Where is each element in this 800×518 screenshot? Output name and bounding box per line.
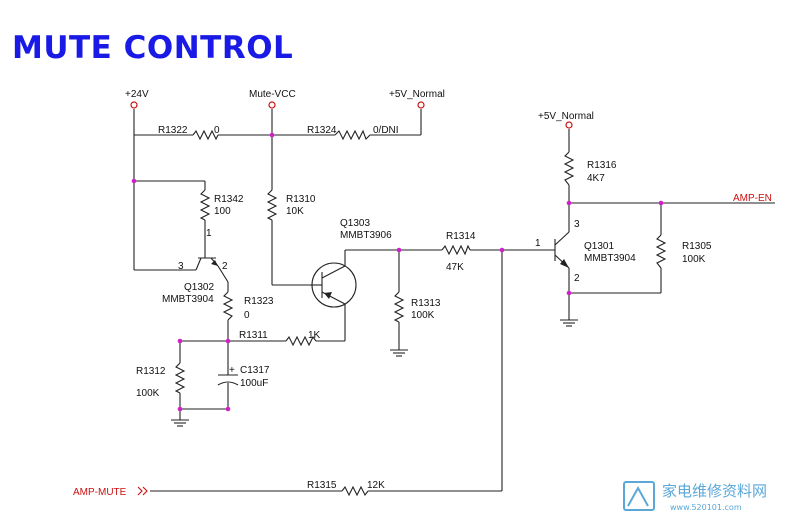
r1305-ref: R1305: [682, 241, 712, 252]
r1312-ref: R1312: [136, 366, 166, 377]
resistor-r1324: [334, 129, 371, 141]
r1311-value: 1K: [308, 330, 321, 341]
r1310-ref: R1310: [286, 194, 316, 205]
q1301-pin3: 3: [574, 219, 580, 230]
net-label-amp-en: AMP-EN: [733, 193, 772, 204]
q1302-pin1: 1: [206, 228, 212, 239]
c1317-plus: +: [229, 365, 235, 376]
resistor-r1313: [393, 291, 405, 323]
page-title: MUTE CONTROL: [12, 30, 294, 66]
ground-symbol: [170, 419, 190, 427]
q1302-pin2: 2: [222, 261, 228, 272]
q1301-type: MMBT3904: [584, 253, 636, 264]
resistor-r1315: [341, 485, 369, 497]
q1302-ref: Q1302: [184, 282, 214, 293]
q1302-type: MMBT3904: [162, 294, 214, 305]
capacitor-c1317: [217, 374, 239, 386]
transistor-q1301: [554, 231, 570, 269]
resistor-r1323: [222, 291, 234, 321]
r1314-ref: R1314: [446, 231, 476, 242]
q1303-type: MMBT3906: [340, 230, 392, 241]
r1315-ref: R1315: [307, 480, 337, 491]
wires: [133, 109, 775, 492]
watermark-logo: 家电维修资料网 www.520101.com: [623, 481, 767, 512]
r1342-ref: R1342: [214, 194, 244, 205]
power-pins: [130, 101, 573, 129]
q1302-pin3: 3: [178, 261, 184, 272]
r1322-ref: R1322: [158, 125, 188, 136]
resistor-r1316: [563, 151, 575, 186]
r1311-ref: R1311: [239, 330, 268, 341]
resistor-r1314: [441, 244, 471, 256]
rail-label-mute-vcc: Mute-VCC: [249, 89, 296, 100]
q1303-ref: Q1303: [340, 218, 370, 229]
r1324-ref: R1324: [307, 125, 337, 136]
r1315-value: 12K: [367, 480, 385, 491]
q1301-ref: Q1301: [584, 241, 614, 252]
rail-label-5v-a: +5V_Normal: [389, 89, 445, 100]
q1301-pin1: 1: [535, 238, 541, 249]
resistor-r1311: [285, 335, 317, 347]
c1317-ref: C1317: [240, 365, 270, 376]
r1313-value: 100K: [411, 310, 435, 321]
r1322-value: 0: [214, 125, 220, 136]
r1305-value: 100K: [682, 254, 706, 265]
r1323-value: 0: [244, 310, 250, 321]
r1316-ref: R1316: [587, 160, 617, 171]
r1342-value: 100: [214, 206, 231, 217]
rail-label-5v-b: +5V_Normal: [538, 111, 594, 122]
ground-symbol: [559, 319, 579, 327]
resistor-r1310: [266, 189, 278, 221]
junction-dots: [131, 132, 664, 412]
q1301-pin2: 2: [574, 273, 580, 284]
r1314-value: 47K: [446, 262, 464, 273]
resistor-r1342: [199, 189, 211, 221]
r1313-ref: R1313: [411, 298, 441, 309]
amp-mute-port-icon: [137, 486, 148, 496]
resistor-r1305: [655, 234, 667, 269]
c1317-value: 100uF: [240, 378, 268, 389]
resistor-r1322: [192, 129, 219, 141]
watermark-cn: 家电维修资料网: [662, 482, 767, 500]
watermark-url: www.520101.com: [670, 503, 742, 512]
ground-symbol: [389, 349, 409, 357]
r1316-value: 4K7: [587, 173, 605, 184]
r1324-value: 0/DNI: [373, 125, 399, 136]
r1310-value: 10K: [286, 206, 304, 217]
net-label-amp-mute: AMP-MUTE: [73, 487, 127, 498]
r1312-value: 100K: [136, 388, 160, 399]
r1323-ref: R1323: [244, 296, 274, 307]
transistor-q1302: [195, 250, 219, 271]
transistor-q1303: [310, 262, 357, 308]
rail-label-24v: +24V: [125, 89, 149, 100]
resistor-r1312: [174, 362, 186, 394]
